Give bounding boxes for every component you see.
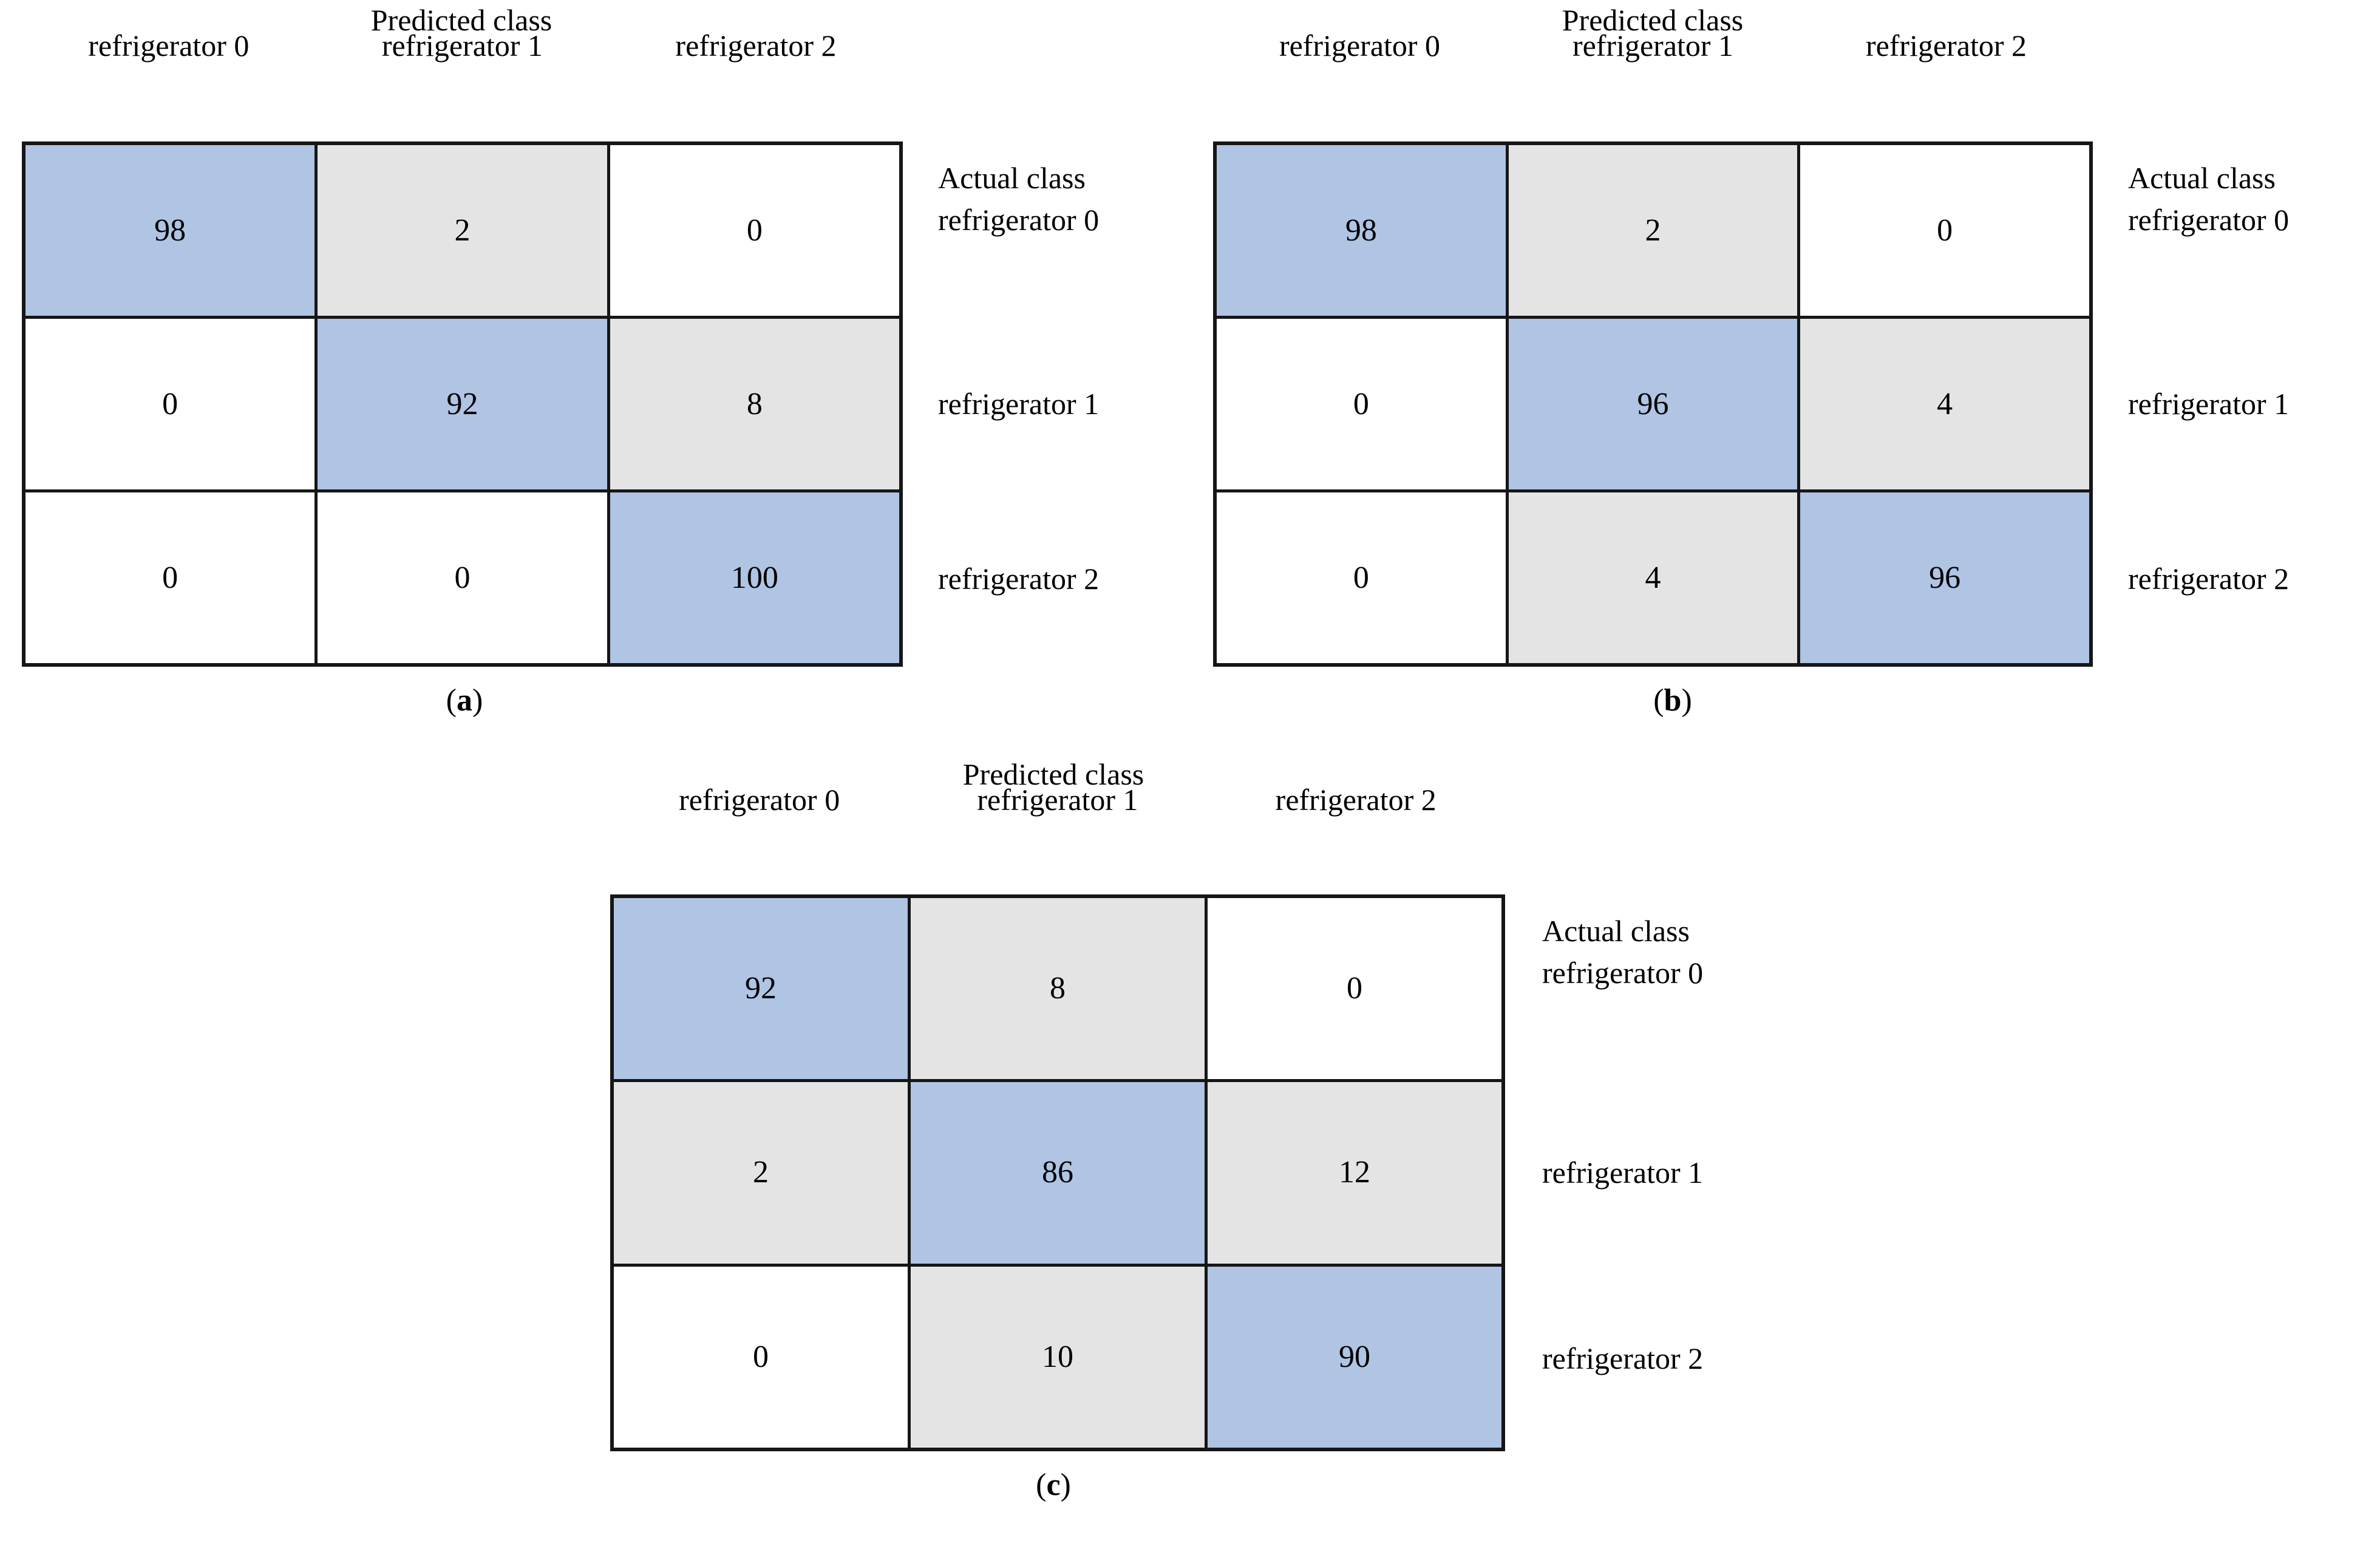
panel-caption-c: (c)	[962, 1469, 1144, 1501]
row-label-refrigerator-2: refrigerator 2	[938, 492, 1254, 667]
actual-class-title: Actual class	[1542, 914, 1690, 948]
row-label-text-refrigerator-2: refrigerator 2	[2128, 562, 2290, 596]
matrix-cell-r2c1: 0	[318, 492, 607, 663]
matrix-cell-r0c2: 0	[610, 145, 899, 316]
matrix-cell-r2c2: 96	[1800, 492, 2089, 663]
matrix-cell-r0c1: 2	[318, 145, 607, 316]
row-label-column: Actual class refrigerator 0 refrigerator…	[938, 141, 1254, 667]
panel-caption-c-open: (	[1036, 1468, 1047, 1502]
row-label-text-refrigerator-0: refrigerator 0	[1542, 956, 1704, 990]
matrix-cell-r0c1: 8	[911, 898, 1205, 1080]
column-header-row: refrigerator 0 refrigerator 1 refrigerat…	[1213, 30, 2093, 61]
panel-caption-c-close: )	[1060, 1468, 1071, 1502]
row-label-refrigerator-0: Actual class refrigerator 0	[1542, 894, 1858, 1080]
row-label-refrigerator-0: Actual class refrigerator 0	[2128, 141, 2380, 316]
confusion-matrix-grid: 98 2 0 0 92 8 0 0 100	[22, 141, 903, 667]
row-label-column: Actual class refrigerator 0 refrigerator…	[1542, 894, 1858, 1451]
matrix-cell-r0c0: 92	[614, 898, 908, 1080]
predicted-class-title: Predicted class	[370, 3, 552, 37]
row-label-text-refrigerator-2: refrigerator 2	[1542, 1341, 1704, 1375]
matrix-cell-r0c0: 98	[25, 145, 315, 316]
matrix-cell-r1c2: 12	[1208, 1082, 1501, 1264]
column-header-refrigerator-0: refrigerator 0	[679, 783, 840, 817]
column-header-refrigerator-0: refrigerator 0	[1279, 29, 1441, 63]
matrix-cell-r0c2: 0	[1208, 898, 1501, 1080]
column-header-refrigerator-1: refrigerator 1	[977, 783, 1138, 817]
matrix-cell-r1c2: 4	[1800, 319, 2089, 489]
row-label-text-refrigerator-2: refrigerator 2	[938, 562, 1100, 596]
predicted-class-title: Predicted class	[962, 757, 1144, 791]
panel-caption-a: (a)	[373, 685, 556, 717]
matrix-cell-r2c1: 10	[911, 1266, 1205, 1448]
row-label-text-refrigerator-1: refrigerator 1	[1542, 1155, 1704, 1190]
matrix-cell-r2c0: 0	[614, 1266, 908, 1448]
matrix-cell-r0c1: 2	[1508, 145, 1798, 316]
row-label-refrigerator-0: Actual class refrigerator 0	[938, 141, 1254, 316]
matrix-cell-r1c2: 8	[610, 319, 899, 489]
matrix-cell-r1c0: 0	[25, 319, 315, 489]
column-header-refrigerator-1: refrigerator 1	[1572, 29, 1734, 63]
column-header-row: refrigerator 0 refrigerator 1 refrigerat…	[610, 785, 1505, 815]
matrix-cell-r2c2: 100	[610, 492, 899, 663]
column-header-refrigerator-2: refrigerator 2	[1865, 29, 2027, 63]
row-label-text-refrigerator-1: refrigerator 1	[938, 386, 1100, 421]
matrix-cell-r1c1: 92	[318, 319, 607, 489]
panel-caption-b-open: (	[1653, 683, 1664, 718]
panel-caption-b-close: )	[1681, 683, 1692, 718]
row-label-refrigerator-1: refrigerator 1	[938, 316, 1254, 491]
panel-caption-b: (b)	[1582, 685, 1764, 717]
column-header-refrigerator-2: refrigerator 2	[1275, 783, 1436, 817]
matrix-cell-r0c2: 0	[1800, 145, 2089, 316]
matrix-cell-r2c0: 0	[25, 492, 315, 663]
panel-caption-c-letter: c	[1046, 1468, 1061, 1502]
matrix-cell-r1c0: 2	[614, 1082, 908, 1264]
matrix-cell-r1c1: 96	[1508, 319, 1798, 489]
row-label-refrigerator-2: refrigerator 2	[2128, 492, 2380, 667]
row-label-text-refrigerator-0: refrigerator 0	[2128, 203, 2290, 237]
matrix-cell-r2c1: 4	[1508, 492, 1798, 663]
column-header-refrigerator-2: refrigerator 2	[675, 29, 837, 63]
row-label-refrigerator-1: refrigerator 1	[2128, 316, 2380, 491]
column-header-refrigerator-1: refrigerator 1	[381, 29, 543, 63]
actual-class-title: Actual class	[2128, 161, 2276, 195]
confusion-matrix-grid: 98 2 0 0 96 4 0 4 96	[1213, 141, 2093, 667]
matrix-cell-r1c1: 86	[911, 1082, 1205, 1264]
row-label-refrigerator-2: refrigerator 2	[1542, 1265, 1858, 1451]
actual-class-title: Actual class	[938, 161, 1086, 195]
row-label-text-refrigerator-0: refrigerator 0	[938, 203, 1100, 237]
matrix-cell-r0c0: 98	[1217, 145, 1506, 316]
confusion-matrix-grid: 92 8 0 2 86 12 0 10 90	[610, 894, 1505, 1451]
row-label-text-refrigerator-1: refrigerator 1	[2128, 386, 2290, 421]
predicted-class-title: Predicted class	[1562, 3, 1744, 37]
column-header-row: refrigerator 0 refrigerator 1 refrigerat…	[22, 30, 903, 61]
matrix-cell-r2c0: 0	[1217, 492, 1506, 663]
row-label-column: Actual class refrigerator 0 refrigerator…	[2128, 141, 2380, 667]
matrix-cell-r2c2: 90	[1208, 1266, 1501, 1448]
panel-caption-b-letter: b	[1664, 683, 1682, 718]
matrix-cell-r1c0: 0	[1217, 319, 1506, 489]
panel-caption-a-open: (	[446, 683, 457, 718]
panel-caption-a-close: )	[472, 683, 483, 718]
row-label-refrigerator-1: refrigerator 1	[1542, 1080, 1858, 1266]
column-header-refrigerator-0: refrigerator 0	[88, 29, 250, 63]
panel-caption-a-letter: a	[457, 683, 472, 718]
